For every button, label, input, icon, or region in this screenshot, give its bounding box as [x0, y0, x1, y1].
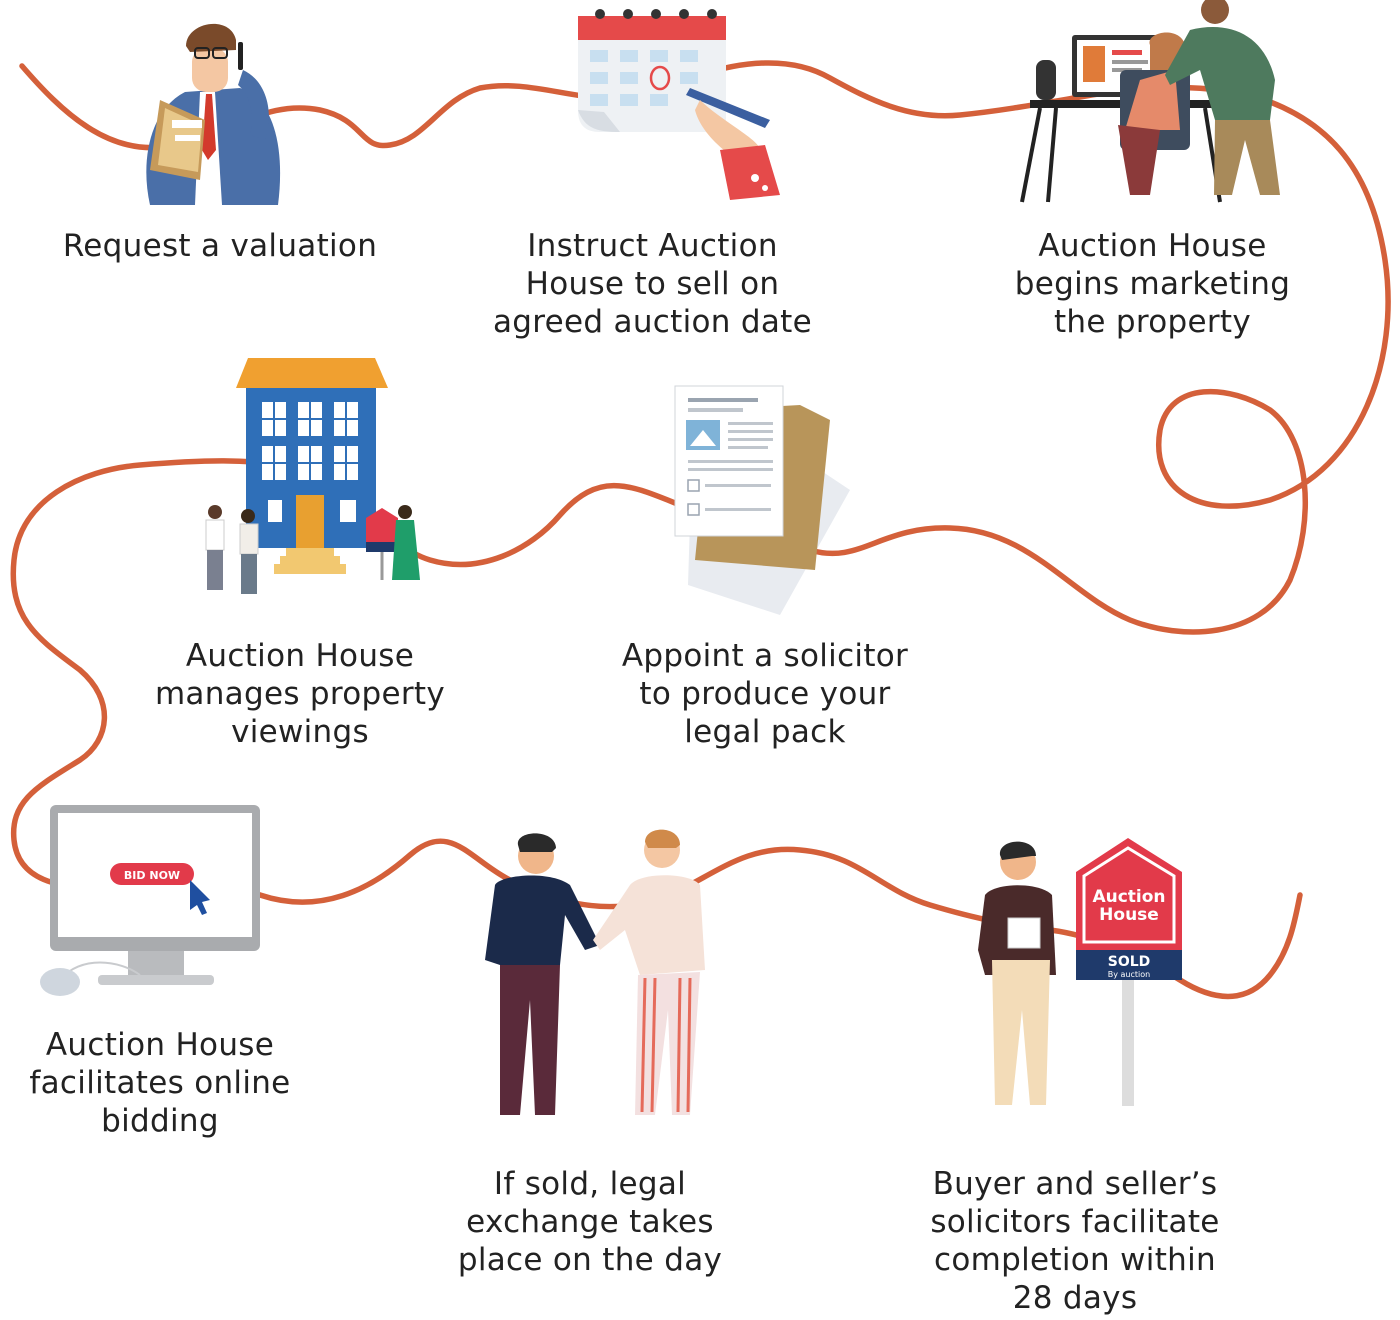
step-line: viewings: [231, 714, 369, 750]
step-line: completion within: [934, 1242, 1216, 1278]
townhouse-icon: [205, 358, 420, 594]
step-line: bidding: [101, 1103, 219, 1139]
step-line: exchange takes: [466, 1204, 714, 1240]
step-line: Request a valuation: [62, 228, 378, 264]
step-label-valuation: Request a valuation: [40, 227, 400, 265]
step-line: Auction House: [185, 638, 415, 674]
step-line: Auction House: [1038, 228, 1267, 264]
handshake-icon: [485, 829, 705, 1115]
step-line: If sold, legal: [493, 1166, 687, 1202]
step-line: Appoint a solicitor: [621, 638, 909, 674]
computer-bid-icon: BID NOW: [40, 805, 260, 996]
step-line: facilitates online: [29, 1065, 291, 1101]
step-line: solicitors facilitate: [930, 1204, 1220, 1240]
sign-status: SOLD: [1108, 954, 1151, 970]
step-label-solicitor: Appoint a solicitor to produce your lega…: [595, 637, 935, 751]
step-line: Buyer and seller’s: [932, 1166, 1218, 1202]
sign-sub: By auction: [1108, 970, 1150, 979]
step-label-online-bidding: Auction House facilitates online bidding: [10, 1026, 310, 1140]
step-line: 28 days: [1012, 1280, 1138, 1316]
step-line: begins marketing: [1014, 266, 1291, 302]
step-line: Auction House: [45, 1027, 275, 1063]
sign-brand-line2: House: [1099, 905, 1159, 925]
step-label-marketing: Auction House begins marketing the prope…: [995, 227, 1310, 341]
step-label-exchange: If sold, legal exchange takes place on t…: [440, 1165, 740, 1279]
legal-documents-icon: [674, 385, 850, 615]
step-line: place on the day: [457, 1242, 723, 1278]
step-label-viewings: Auction House manages property viewings: [130, 637, 470, 751]
sign-brand-line1: Auction: [1092, 887, 1165, 907]
businessman-phone-icon: [146, 23, 281, 205]
step-line: manages property: [154, 676, 446, 712]
bid-now-button: BID NOW: [124, 869, 180, 882]
step-line: legal pack: [684, 714, 846, 750]
step-line: House to sell on: [525, 266, 780, 302]
step-label-instruct: Instruct Auction House to sell on agreed…: [470, 227, 835, 341]
step-line: to produce your: [639, 676, 891, 712]
office-desk-icon: [1020, 0, 1280, 203]
step-line: agreed auction date: [493, 304, 812, 340]
step-line: the property: [1053, 304, 1252, 340]
step-label-completion: Buyer and seller’s solicitors facilitate…: [915, 1165, 1235, 1317]
sold-sign-icon: Auction House SOLD By auction: [978, 838, 1182, 1106]
step-line: Instruct Auction: [527, 228, 778, 264]
calendar-pen-icon: [578, 9, 780, 200]
